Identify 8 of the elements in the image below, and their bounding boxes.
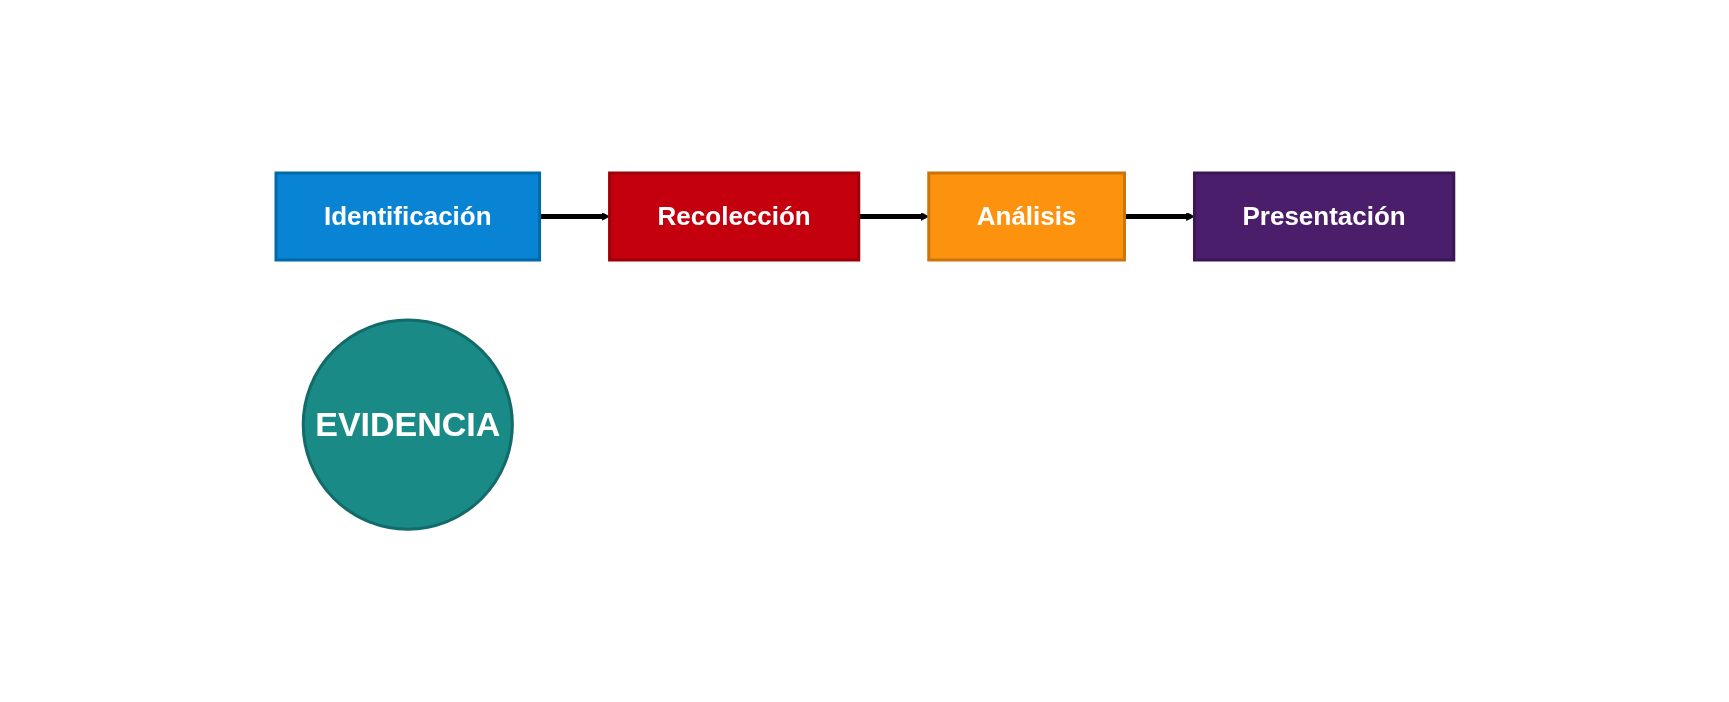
node-box: Identificación [274, 171, 541, 262]
node-circle: EVIDENCIA [301, 318, 514, 531]
arrow [539, 212, 610, 221]
arrow [1124, 212, 1195, 221]
node-box: Recolección [607, 171, 860, 262]
arrow [858, 212, 929, 221]
node-box: Análisis [926, 171, 1126, 262]
node-box: Presentación [1192, 171, 1455, 262]
